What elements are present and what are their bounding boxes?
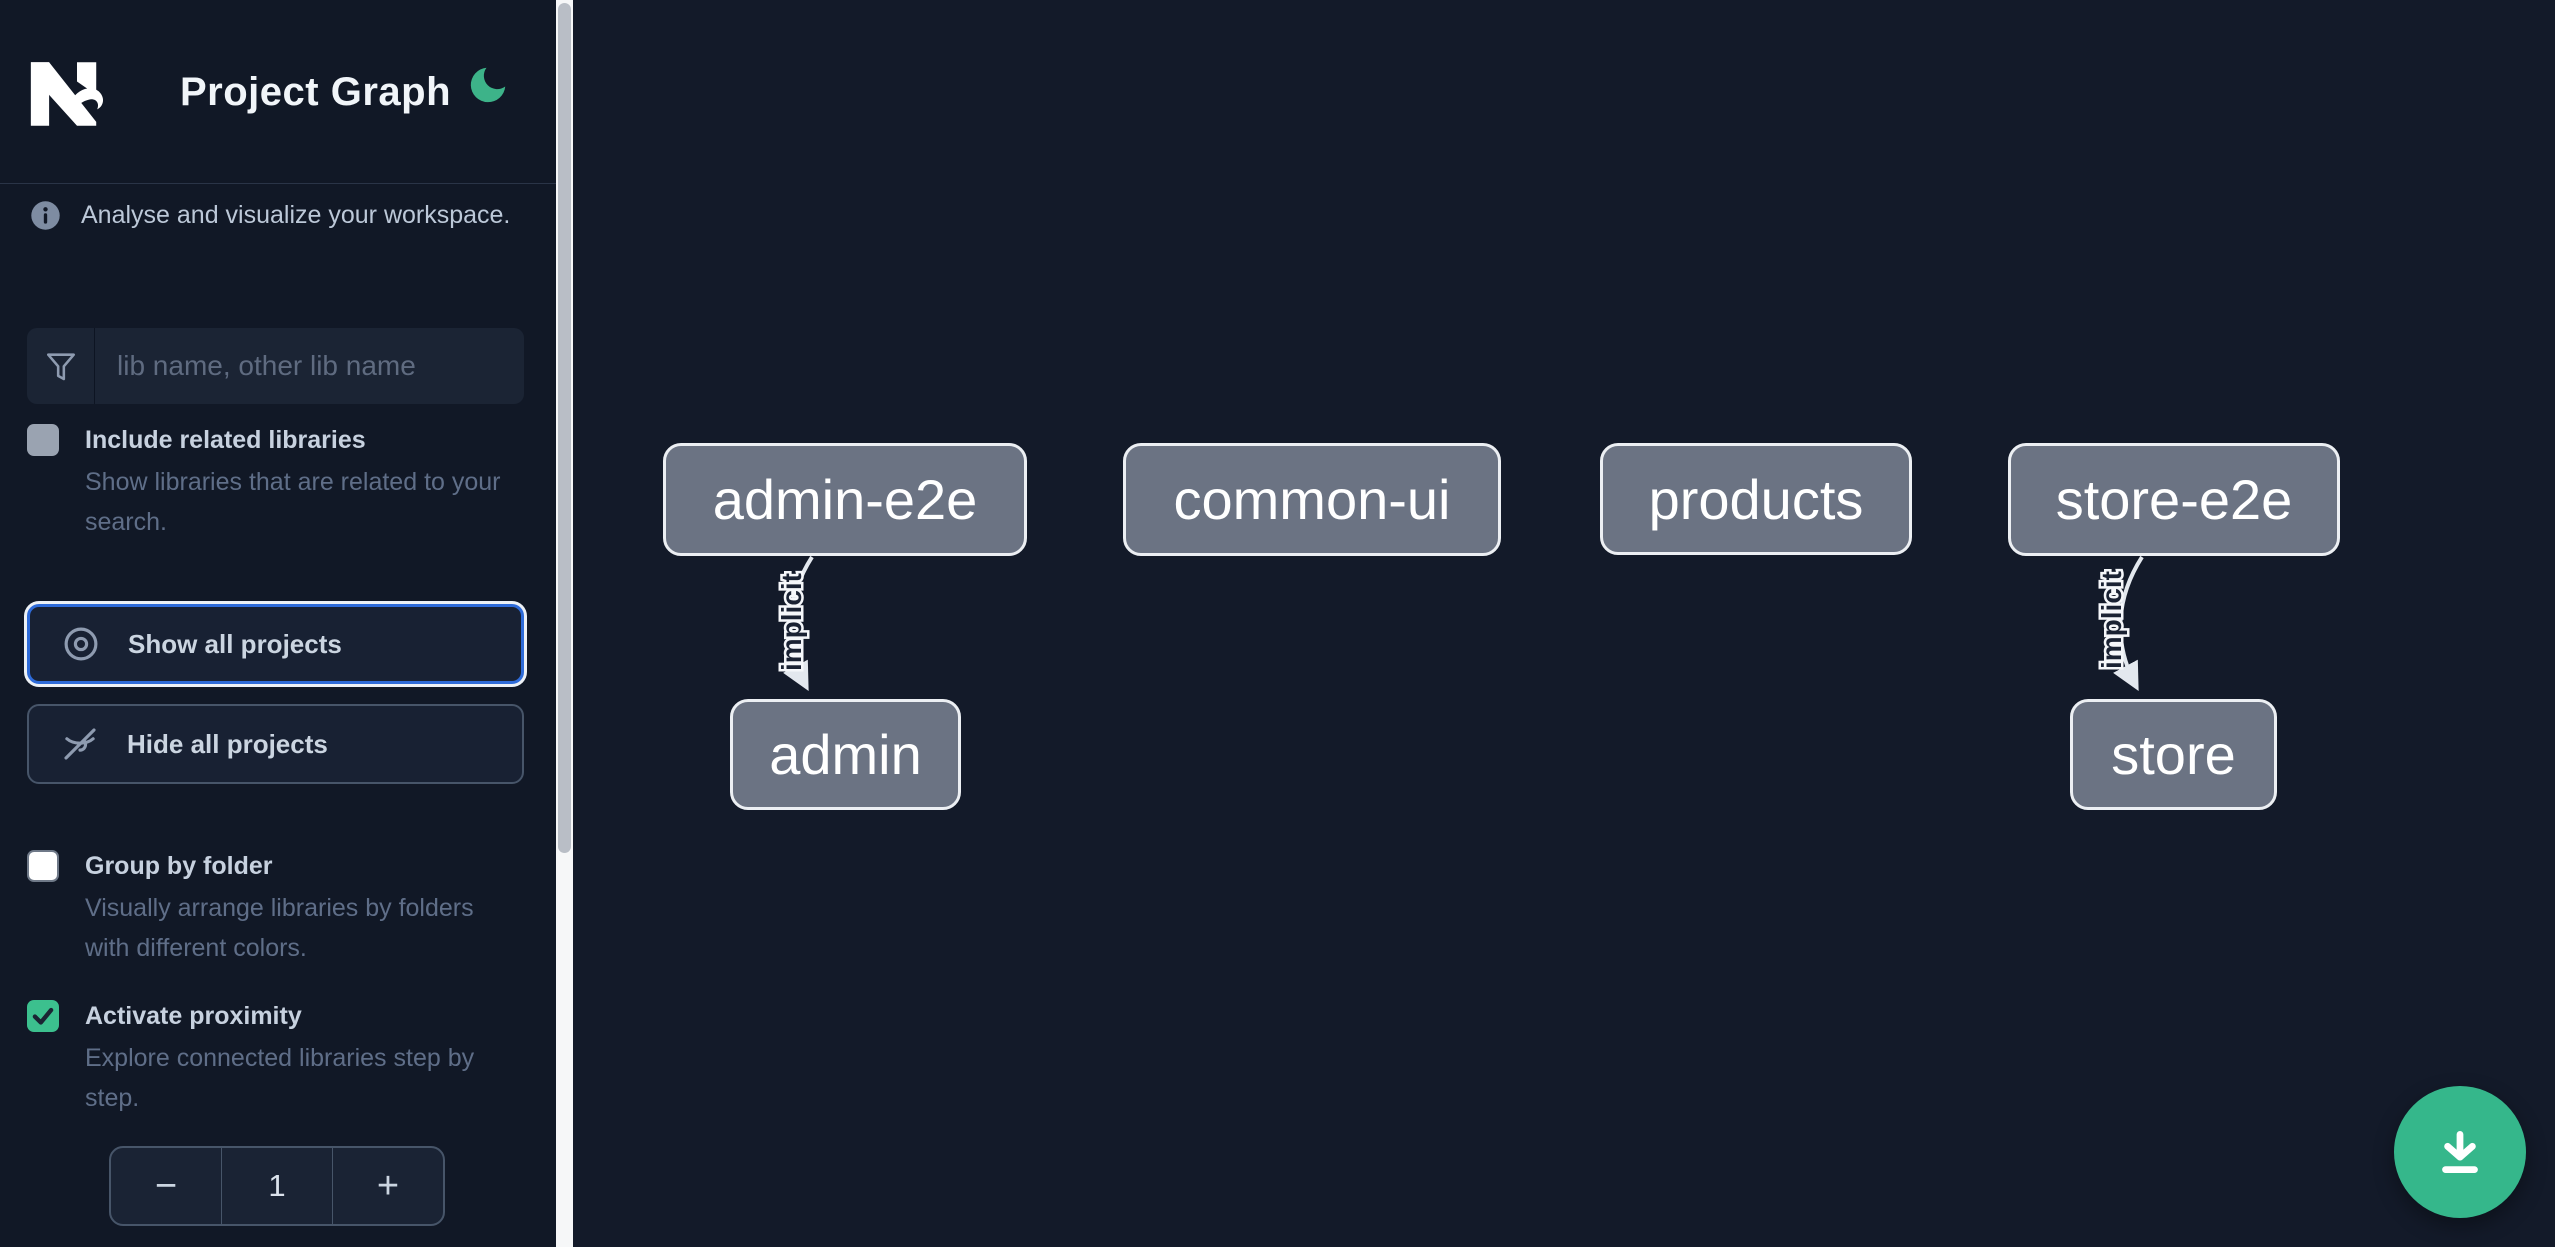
eye-icon: [64, 627, 98, 661]
proximity-decrement-button[interactable]: −: [111, 1148, 222, 1224]
show-all-projects-button[interactable]: Show all projects: [27, 604, 524, 684]
graph-node-admin[interactable]: admin: [730, 699, 961, 810]
search-input[interactable]: [95, 328, 524, 404]
hide-all-projects-label: Hide all projects: [127, 728, 328, 759]
proximity-depth-input[interactable]: [222, 1148, 332, 1224]
graph-node-store[interactable]: store: [2070, 699, 2277, 810]
group-by-folder-description: Visually arrange libraries by folders wi…: [85, 894, 474, 962]
hide-all-projects-button[interactable]: Hide all projects: [27, 704, 524, 784]
node-label: admin-e2e: [712, 468, 978, 531]
sidebar-scrollbar-thumb[interactable]: [558, 3, 571, 853]
activate-proximity-option: Activate proximity Explore connected lib…: [27, 998, 527, 1118]
graph-node-store-e2e[interactable]: store-e2e: [2008, 443, 2340, 556]
group-by-folder-option: Group by folder Visually arrange librari…: [27, 848, 527, 968]
node-label: store-e2e: [2055, 468, 2293, 531]
sidebar: Project Graph Analyse and visualize your…: [0, 0, 556, 1247]
check-icon: [32, 1007, 54, 1025]
graph-canvas[interactable]: [573, 0, 2555, 1247]
info-icon: [31, 201, 60, 230]
graph-node-products[interactable]: products: [1600, 443, 1912, 555]
moon-icon: [470, 67, 506, 103]
include-related-checkbox[interactable]: [27, 424, 59, 456]
eye-off-icon: [64, 728, 96, 760]
project-filter: [27, 328, 524, 404]
graph-node-common-ui[interactable]: common-ui: [1123, 443, 1501, 556]
node-label: store: [2111, 723, 2236, 786]
group-by-folder-label: Group by folder: [85, 852, 273, 880]
activate-proximity-checkbox[interactable]: [27, 1000, 59, 1032]
include-related-description: Show libraries that are related to your …: [85, 468, 501, 536]
node-label: products: [1648, 467, 1864, 531]
activate-proximity-description: Explore connected libraries step by step…: [85, 1044, 475, 1112]
app-title: Project Graph: [180, 70, 452, 114]
sidebar-scrollbar-track[interactable]: [556, 0, 573, 1247]
node-label: common-ui: [1173, 468, 1451, 531]
sidebar-header: Project Graph: [0, 0, 556, 184]
download-graph-button[interactable]: [2394, 1086, 2526, 1218]
proximity-increment-button[interactable]: +: [332, 1148, 443, 1224]
workspace-info-text: Analyse and visualize your workspace.: [81, 201, 511, 229]
proximity-depth-stepper: − +: [109, 1146, 445, 1226]
activate-proximity-label: Activate proximity: [85, 1002, 302, 1030]
node-label: admin: [769, 723, 922, 786]
filter-icon: [27, 328, 95, 404]
workspace-info: Analyse and visualize your workspace.: [30, 200, 530, 231]
group-by-folder-checkbox[interactable]: [27, 850, 59, 882]
download-icon: [2442, 1131, 2478, 1173]
graph-node-admin-e2e[interactable]: admin-e2e: [663, 443, 1027, 556]
nx-logo: [30, 62, 104, 126]
include-related-label: Include related libraries: [85, 426, 366, 454]
show-all-projects-label: Show all projects: [128, 628, 342, 659]
include-related-option: Include related libraries Show libraries…: [27, 422, 527, 542]
dark-mode-toggle[interactable]: [464, 62, 512, 110]
